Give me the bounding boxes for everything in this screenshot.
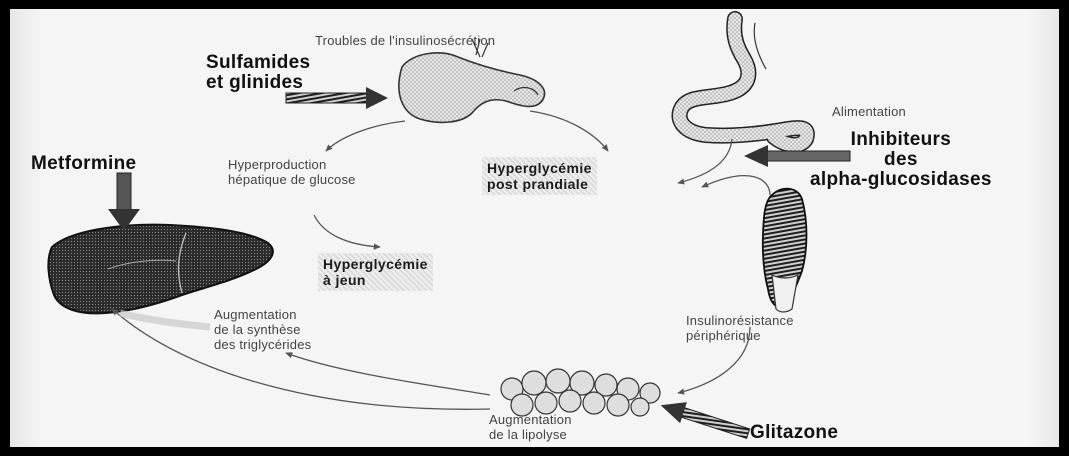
muscle-icon <box>763 189 807 312</box>
hyper-jeun-line1: Hyperglycémie <box>323 256 428 272</box>
sulfamides-line1: Sulfamides <box>206 53 310 73</box>
insulino-line1: Insulinorésistance <box>686 313 794 328</box>
augmentation-lipolyse-label: Augmentation de la lipolyse <box>489 412 572 442</box>
glitazone-label: Glitazone <box>750 423 838 443</box>
augmentation-triglycerides-label: Augmentation de la synthèse des triglycé… <box>214 307 311 352</box>
adipose-tissue-icon <box>501 369 660 416</box>
inhibiteurs-line1: Inhibiteurs <box>810 130 992 150</box>
glitazone-arrow <box>657 395 751 444</box>
inhibiteurs-label: Inhibiteurs des alpha-glucosidases <box>810 130 992 190</box>
augm-trig-line2: de la synthèse <box>214 322 311 337</box>
pancreas-icon <box>399 39 545 122</box>
sulfamides-line2: et glinides <box>206 73 310 93</box>
hyper-pp-line2: post prandiale <box>487 176 592 192</box>
metformine-label: Metformine <box>31 154 136 174</box>
hyperproduction-line1: Hyperproduction <box>228 157 356 172</box>
diagram-frame: Troubles de l'insulinosécrétion Sulfamid… <box>10 9 1059 447</box>
hyperglycemie-postprandiale-label: Hyperglycémie post prandiale <box>482 157 597 195</box>
shade-arrow <box>120 313 210 327</box>
stomach-icon <box>679 19 806 145</box>
augm-lipo-line1: Augmentation <box>489 412 572 427</box>
troubles-label: Troubles de l'insulinosécrétion <box>315 33 495 48</box>
alimentation-label: Alimentation <box>832 104 906 119</box>
insulinoresistance-label: Insulinorésistance périphérique <box>686 313 794 343</box>
hyper-jeun-line2: à jeun <box>323 272 428 288</box>
inhibiteurs-line3: alpha-glucosidases <box>810 170 992 190</box>
metformine-arrow <box>108 173 140 231</box>
liver-icon <box>48 225 273 314</box>
inhibiteurs-line2: des <box>810 150 992 170</box>
augm-trig-line1: Augmentation <box>214 307 311 322</box>
hyperproduction-label: Hyperproduction hépatique de glucose <box>228 157 356 187</box>
augm-lipo-line2: de la lipolyse <box>489 427 572 442</box>
augm-trig-line3: des triglycérides <box>214 337 311 352</box>
sulfamides-label: Sulfamides et glinides <box>206 53 310 93</box>
hyperproduction-line2: hépatique de glucose <box>228 172 356 187</box>
insulino-line2: périphérique <box>686 328 794 343</box>
hyperglycemie-jeun-label: Hyperglycémie à jeun <box>318 253 433 291</box>
hyper-pp-line1: Hyperglycémie <box>487 160 592 176</box>
diagram-graphics <box>10 9 1059 447</box>
